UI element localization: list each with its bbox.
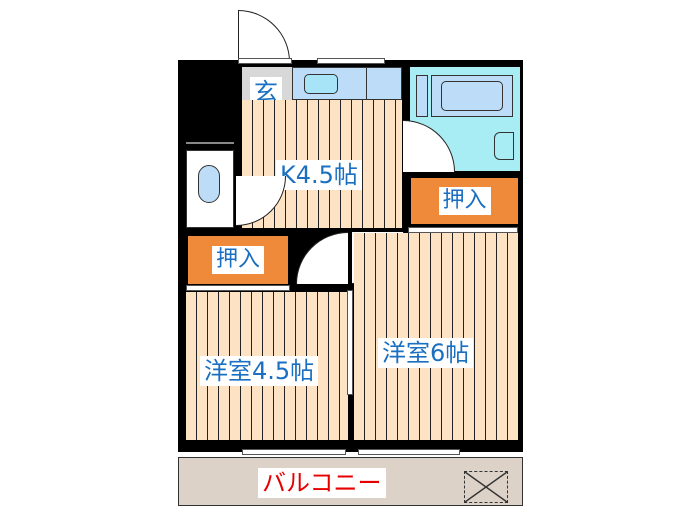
closet-right: 押入 [409,176,520,226]
entrance-door-sill [238,58,292,64]
counter-divider [366,67,367,100]
bathtub-inner [441,81,503,111]
bath-step [416,75,428,117]
closet-left: 押入 [186,234,290,286]
closet-right-slider[interactable] [408,227,518,233]
evacuation-hatch-icon [464,471,508,503]
closet-right-label: 押入 [438,187,491,215]
entrance-door[interactable] [238,10,290,62]
balcony-label: バルコニー [258,468,386,498]
partition-slider[interactable] [347,290,353,395]
balcony-window-right[interactable] [358,449,460,455]
western-room-large-label: 洋室6帖 [378,338,474,368]
sink-icon [304,74,338,94]
kitchen-label: K4.5帖 [276,160,362,190]
toilet-shelf [186,142,234,144]
kitchen-floor-left [242,115,292,125]
kitchen-window [317,58,385,64]
balcony-window-left[interactable] [242,449,346,455]
wash-basin-icon [494,132,514,160]
western-room-small-label: 洋室4.5帖 [200,356,319,386]
western-room-large-floor [354,233,518,440]
toilet-icon [198,165,220,203]
closet-left-label: 押入 [211,246,265,274]
closet-left-slider[interactable] [186,285,290,291]
